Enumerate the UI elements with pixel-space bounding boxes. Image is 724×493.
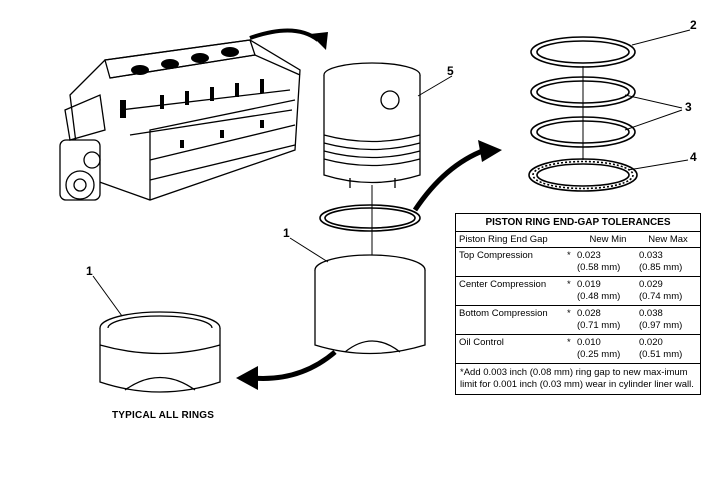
caption-typical-all-rings: TYPICAL ALL RINGS xyxy=(112,410,215,421)
cylinder-liner-mid xyxy=(314,254,426,355)
arrow-head-3 xyxy=(236,366,258,390)
piston-ring-single xyxy=(319,204,421,232)
leader-3a xyxy=(624,94,683,109)
table-header: Piston Ring End Gap New Min New Max xyxy=(456,232,700,248)
leader-4 xyxy=(627,159,689,171)
leader-3b xyxy=(624,109,683,131)
leader-2 xyxy=(631,29,691,46)
table-row: Top Compression * 0.023(0.58 mm) 0.033(0… xyxy=(456,248,700,277)
cylinder-liner-left xyxy=(99,311,221,393)
arrow-head-1 xyxy=(310,32,328,50)
table-footnote: *Add 0.003 inch (0.08 mm) ring gap to ne… xyxy=(460,367,694,390)
callout-1-mid: 1 xyxy=(283,226,290,240)
tolerance-table: PISTON RING END-GAP TOLERANCES Piston Ri… xyxy=(455,213,701,395)
callout-5: 5 xyxy=(447,64,454,78)
callout-3: 3 xyxy=(685,100,692,114)
table-title: PISTON RING END-GAP TOLERANCES xyxy=(456,214,700,232)
header-ring: Piston Ring End Gap xyxy=(459,234,548,245)
callout-4: 4 xyxy=(690,150,697,164)
leader-5 xyxy=(417,75,453,97)
leader-1-left xyxy=(92,275,123,317)
arrow-liner-to-left xyxy=(251,350,337,381)
header-max: New Max xyxy=(648,234,688,245)
engine-block xyxy=(59,39,301,201)
arrow-engine-to-piston xyxy=(249,28,320,42)
callout-1-left: 1 xyxy=(86,264,93,278)
table-row: Oil Control * 0.010(0.25 mm) 0.020(0.51 … xyxy=(456,335,700,364)
table-row: Center Compression * 0.019(0.48 mm) 0.02… xyxy=(456,277,700,306)
arrow-head-2 xyxy=(478,140,502,162)
table-row: Bottom Compression * 0.028(0.71 mm) 0.03… xyxy=(456,306,700,335)
header-min: New Min xyxy=(589,234,627,245)
engine-block-details xyxy=(120,47,264,148)
arrow-piston-to-rings xyxy=(412,147,486,212)
piston xyxy=(323,62,421,188)
callout-2: 2 xyxy=(690,18,697,32)
leader-1-mid xyxy=(289,237,329,263)
